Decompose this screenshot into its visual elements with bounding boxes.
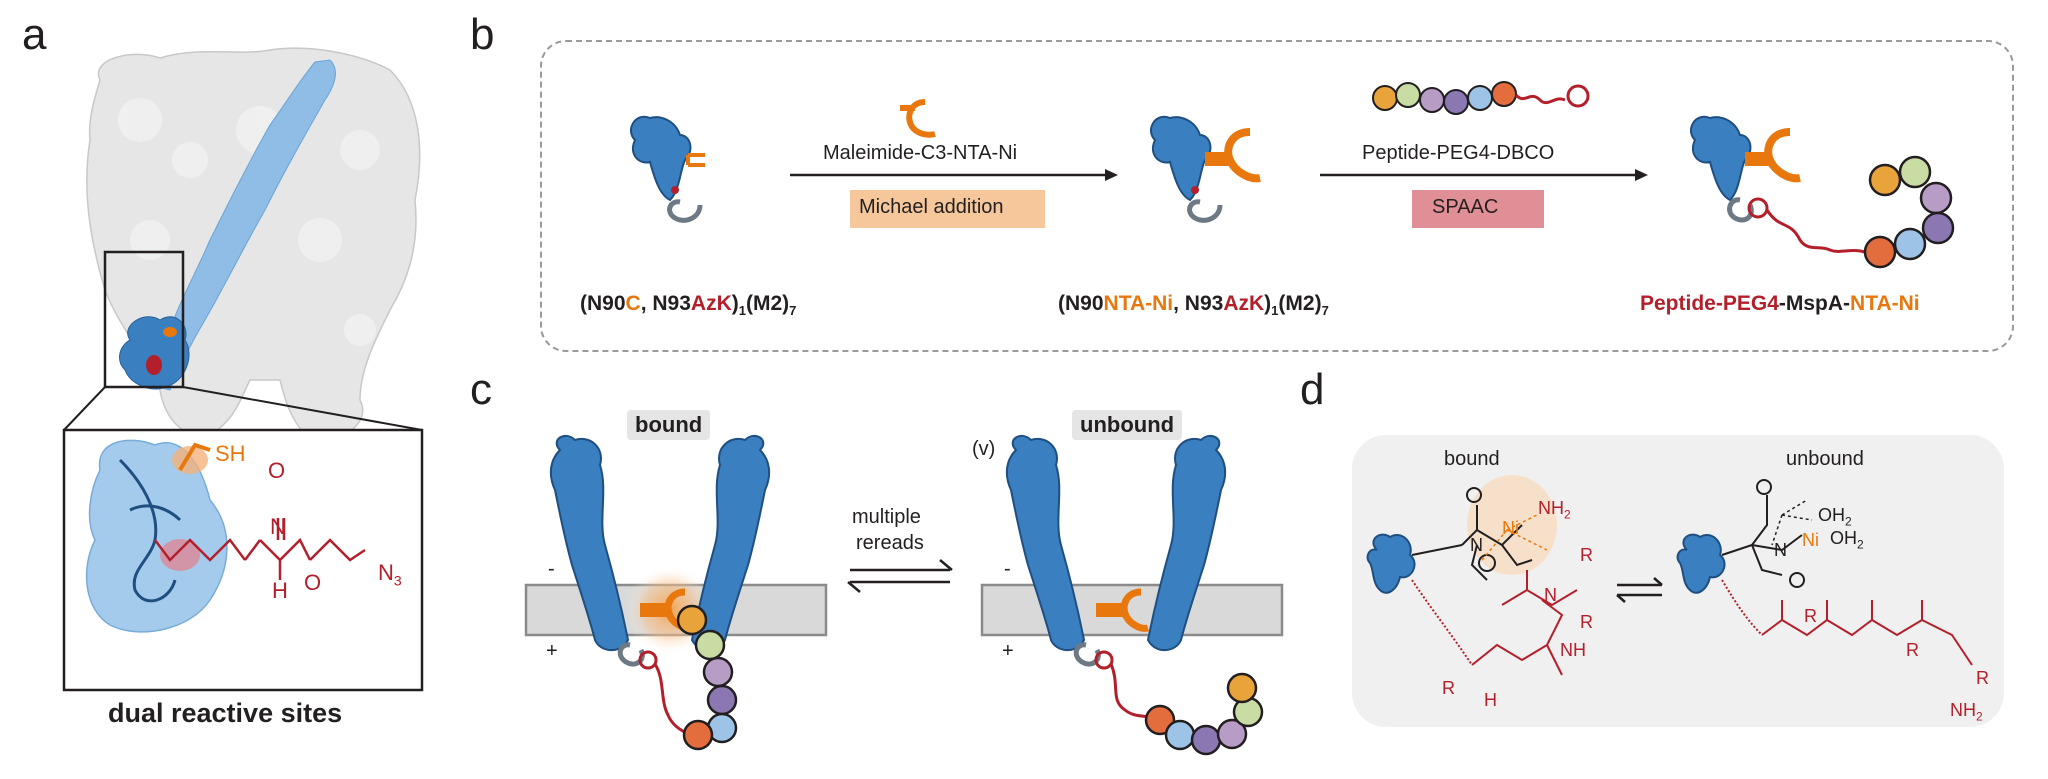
mid-sub-1: 1 — [1271, 303, 1279, 319]
end-part-3: NTA-Ni — [1850, 292, 1920, 315]
n3-label: N3 — [378, 560, 402, 588]
pore-wall-left-unbound — [1005, 434, 1086, 652]
n-label-unbound: N — [1774, 540, 1787, 560]
peptide-beads-unbound — [1144, 672, 1264, 756]
construct-start: (N90C, N93AzK)1(M2)7 — [580, 292, 796, 318]
panel-letter-c: c — [470, 365, 492, 414]
peptide-dbco-icon — [1372, 81, 1517, 115]
zoom-box — [103, 250, 185, 389]
michael-addition-box — [850, 190, 1045, 228]
reaction-1-label: Michael addition — [859, 196, 1004, 218]
panel-letter-b: b — [470, 10, 495, 59]
nh2-label-unbound: NH2 — [1950, 700, 1983, 724]
monomer-end — [1690, 115, 1866, 254]
o-label-inset-top: O — [268, 458, 286, 483]
mid-part-2: NTA-Ni — [1103, 292, 1174, 315]
construct-end: Peptide-PEG4-MspA-NTA-Ni — [1640, 292, 1920, 316]
monomer-start — [630, 115, 705, 223]
oh2-label-1: OH2 — [1818, 505, 1852, 529]
minus-bound: - — [548, 558, 555, 580]
n-label-bound: N — [1470, 535, 1483, 555]
panel-letter-d: d — [1300, 365, 1325, 414]
voltage-label: (v) — [972, 438, 996, 460]
start-sub-1: 1 — [738, 303, 746, 319]
nh2-sub-bound: 2 — [1564, 507, 1571, 522]
construct-mid: (N90NTA-Ni, N93AzK)1(M2)7 — [1058, 292, 1329, 318]
n-label-bound-peptide: N — [1544, 585, 1557, 605]
ni-label-unbound: Ni — [1802, 530, 1819, 550]
mid-part-3: , N93 — [1173, 292, 1224, 315]
mid-part-6: (M2) — [1278, 292, 1322, 315]
r-label-bound-1: R — [1580, 545, 1593, 565]
minus-unbound: - — [1004, 558, 1011, 580]
n3-sub: 3 — [393, 572, 402, 589]
arrow-label-bottom: rereads — [856, 532, 924, 554]
h-label-bound: H — [1484, 690, 1497, 710]
monomer-highlight — [149, 59, 336, 391]
ni-label-bound: Ni — [1502, 518, 1519, 538]
pore-wall-left-bound — [549, 434, 630, 652]
arrow-label-top: multiple — [852, 506, 921, 528]
reagent-1-label: Maleimide-C3-NTA-Ni — [823, 142, 1018, 164]
start-part-2: C — [625, 292, 641, 315]
pore-wall-right-bound — [690, 434, 771, 652]
nh2-text-unbound: NH — [1950, 700, 1976, 720]
start-part-3: , N93 — [640, 292, 691, 315]
bound-label-d: bound — [1444, 448, 1500, 470]
plus-unbound: + — [1002, 640, 1014, 662]
panel-a-structure — [62, 47, 424, 692]
peptide-beads-end — [1863, 155, 1955, 269]
peptide-beads-bound — [676, 604, 738, 751]
panel-d-background — [1352, 435, 2004, 727]
start-part-5: ) — [731, 292, 739, 315]
unbound-chip-c: unbound — [1072, 410, 1183, 440]
start-part-4: AzK — [690, 292, 732, 315]
nh2-label-bound: NH2 — [1538, 498, 1571, 522]
oh2-text-2: OH — [1830, 528, 1857, 548]
mid-part-1: (N90 — [1058, 292, 1104, 315]
n3-text: N — [378, 560, 394, 585]
panel-b-frame — [540, 40, 2014, 352]
mid-sub-2: 7 — [1321, 303, 1329, 319]
sh-label: SH — [215, 441, 246, 466]
unbound-label-d: unbound — [1786, 448, 1864, 470]
oh2-sub-2: 2 — [1857, 537, 1864, 552]
r-label-bound-3: R — [1442, 678, 1455, 698]
mid-part-4: AzK — [1223, 292, 1265, 315]
mid-part-5: ) — [1264, 292, 1272, 315]
bound-chip-c: bound — [627, 410, 711, 440]
end-part-2: -MspA- — [1778, 292, 1851, 315]
monomer-mid — [1150, 115, 1261, 223]
r-label-bound-2: R — [1580, 612, 1593, 632]
reagent-2-label: Peptide-PEG4-DBCO — [1362, 142, 1555, 164]
panel-b-scheme — [630, 81, 1955, 269]
caption-dual-reactive-sites: dual reactive sites — [108, 698, 343, 728]
panel-letter-a: a — [22, 10, 47, 59]
oh2-text-1: OH — [1818, 505, 1845, 525]
pore-wall-right-unbound — [1146, 434, 1227, 652]
r-label-unbound-1: R — [1804, 606, 1817, 626]
nh-label-bound: NH — [1560, 640, 1586, 660]
start-sub-2: 7 — [789, 303, 797, 319]
panel-c-scheme — [524, 434, 1284, 756]
r-label-unbound-3: R — [1976, 668, 1989, 688]
spaac-box — [1412, 190, 1544, 228]
end-part-1: Peptide-PEG4 — [1640, 292, 1779, 315]
r-label-unbound-2: R — [1906, 640, 1919, 660]
plus-bound: + — [546, 640, 558, 662]
start-part-6: (M2) — [745, 292, 790, 315]
o-label-inset-mid: O — [304, 570, 322, 595]
start-part-1: (N90 — [580, 292, 626, 315]
oh2-sub-1: 2 — [1845, 514, 1852, 529]
h-label-inset: H — [272, 578, 288, 603]
n-label-inset: N — [270, 514, 286, 539]
nh2-text-bound: NH — [1538, 498, 1564, 518]
reaction-2-label: SPAAC — [1432, 196, 1499, 218]
oh2-label-2: OH2 — [1830, 528, 1864, 552]
panel-d-chemistry — [1366, 475, 1973, 676]
nh2-sub-unbound: 2 — [1976, 709, 1983, 724]
